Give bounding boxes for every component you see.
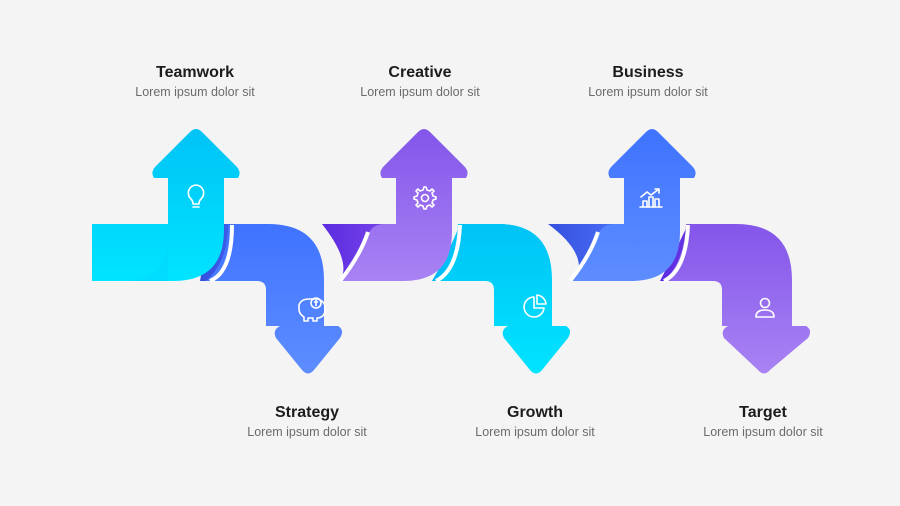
step-label-creative: Creative Lorem ipsum dolor sit [320, 63, 520, 100]
arrow-growth [434, 224, 571, 374]
arrow-teamwork [92, 129, 240, 281]
step-label-target: Target Lorem ipsum dolor sit [663, 403, 863, 440]
step-title: Strategy [274, 404, 340, 421]
step-description: Lorem ipsum dolor sit [475, 425, 595, 439]
user-icon [755, 297, 775, 318]
step-description: Lorem ipsum dolor sit [703, 425, 823, 439]
arrow-strategy [206, 224, 343, 374]
step-description: Lorem ipsum dolor sit [588, 85, 708, 99]
step-label-business: Business Lorem ipsum dolor sit [548, 63, 748, 100]
step-description: Lorem ipsum dolor sit [360, 85, 480, 99]
step-title: Target [739, 404, 787, 421]
arrow-business [568, 129, 696, 283]
step-description: Lorem ipsum dolor sit [247, 425, 367, 439]
bar-chart-icon [639, 188, 663, 208]
step-title: Creative [388, 64, 452, 81]
pie-chart-icon [523, 294, 547, 318]
step-title: Teamwork [156, 64, 234, 81]
step-label-strategy: Strategy Lorem ipsum dolor sit [207, 403, 407, 440]
gear-icon [413, 186, 437, 210]
step-label-teamwork: Teamwork Lorem ipsum dolor sit [95, 63, 295, 100]
lightbulb-icon [187, 184, 205, 208]
step-title: Growth [507, 404, 563, 421]
piggy-bank-icon [298, 297, 326, 322]
arrow-creative [338, 129, 468, 283]
arrow-target [662, 224, 811, 374]
step-label-growth: Growth Lorem ipsum dolor sit [435, 403, 635, 440]
step-title: Business [612, 64, 684, 81]
step-description: Lorem ipsum dolor sit [135, 85, 255, 99]
